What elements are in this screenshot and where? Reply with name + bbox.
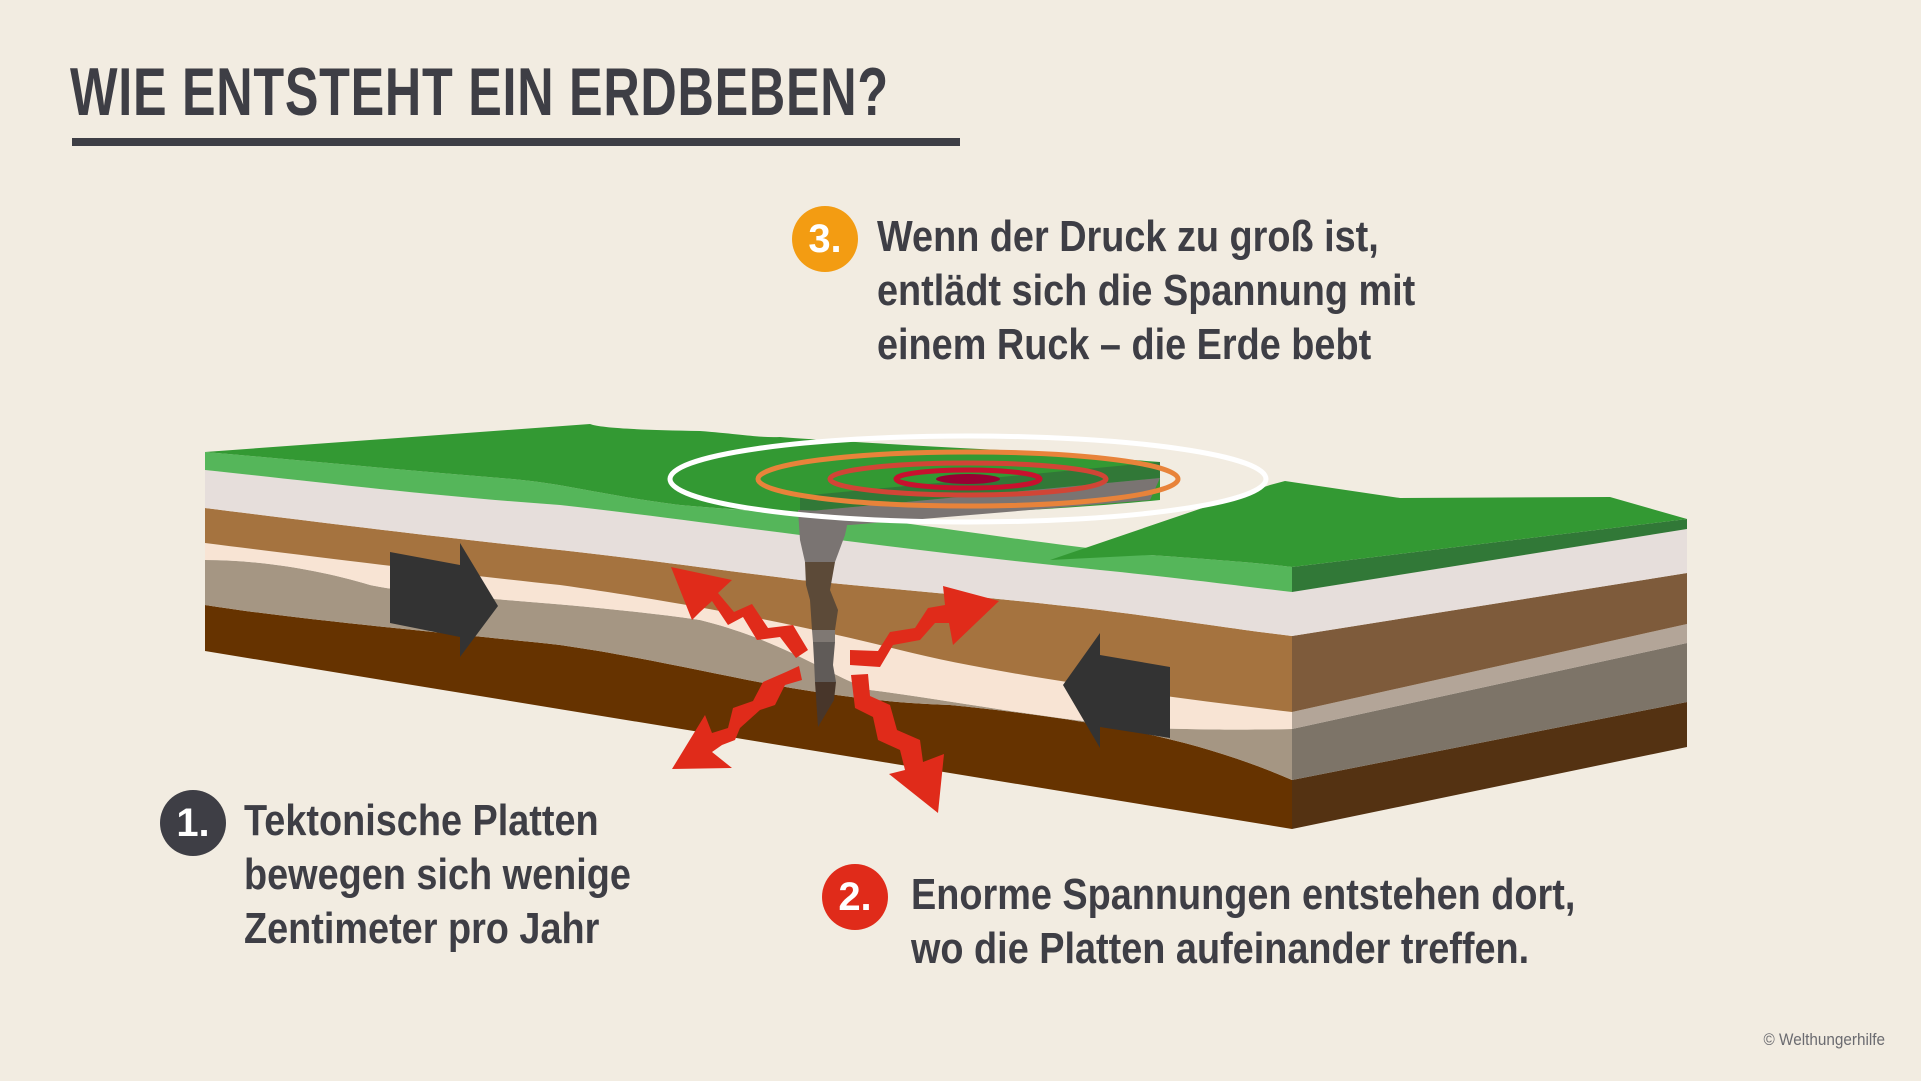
page-title: WIE ENTSTEHT EIN ERDBEBEN? xyxy=(70,54,889,130)
ring-orange xyxy=(755,449,1181,509)
plate-arrow-left-icon xyxy=(1063,633,1170,748)
step-3-text: Wenn der Druck zu groß ist, entlädt sich… xyxy=(877,212,1416,369)
shock-arrow-down-right-icon xyxy=(851,674,944,813)
step-1-number: 1. xyxy=(176,801,210,845)
step-1-badge: 1. xyxy=(160,790,226,856)
fault-crack xyxy=(798,510,850,727)
ring-outer-white xyxy=(667,433,1269,525)
shock-arrow-down-left-icon xyxy=(672,666,802,769)
ring-crimson xyxy=(893,467,1043,491)
epicenter-rings xyxy=(667,433,1269,525)
block-side-face xyxy=(1292,519,1687,829)
step-2-number: 2. xyxy=(838,875,872,919)
copyright-credit: © Welthungerhilfe xyxy=(1763,1030,1885,1049)
ring-red xyxy=(827,460,1109,498)
step-3-badge: 3. xyxy=(792,206,858,272)
step-2-text: Enorme Spannungen entstehen dort, wo die… xyxy=(911,870,1576,973)
title-underline xyxy=(72,138,960,146)
step-2-badge: 2. xyxy=(822,864,888,930)
shock-arrow-up-right-icon xyxy=(850,586,999,667)
plate-arrow-right-icon xyxy=(390,543,498,657)
shockwave-arrows xyxy=(671,567,999,813)
step-3-number: 3. xyxy=(808,217,842,261)
epicenter-center xyxy=(936,474,1000,484)
step-1-text: Tektonische Platten bewegen sich wenige … xyxy=(244,796,631,953)
shock-arrow-up-left-icon xyxy=(671,567,808,658)
